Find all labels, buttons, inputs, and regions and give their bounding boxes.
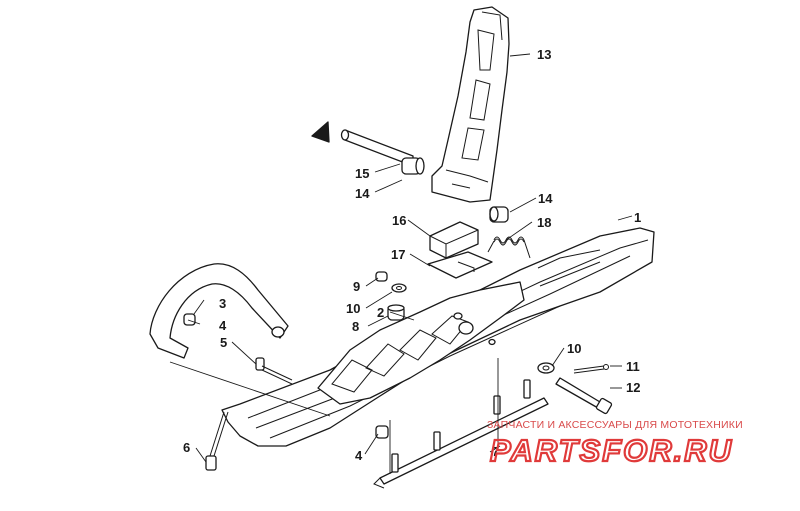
callout-8: 8 — [352, 319, 359, 334]
callout-17: 17 — [391, 247, 405, 262]
callout-16: 16 — [392, 213, 406, 228]
callout-labels: 13 15 14 14 16 18 1 17 9 10 2 3 4 8 5 10… — [183, 47, 641, 463]
callout-11: 11 — [626, 359, 640, 374]
ski-handle-loop — [149, 263, 289, 359]
callout-2: 2 — [377, 305, 384, 320]
callout-5: 5 — [220, 335, 227, 350]
washer-10-lower — [537, 362, 555, 374]
watermark: ЗАПЧАСТИ И АКСЕССУАРЫ ДЛЯ МОТОТЕХНИКИ PA… — [487, 419, 743, 469]
watermark-brand: PARTSFOR.RU — [490, 433, 733, 468]
callout-13: 13 — [537, 47, 551, 62]
wear-plate — [427, 251, 493, 279]
callout-7: 7 — [492, 444, 499, 459]
bolt-5 — [255, 357, 293, 385]
callout-10-lower: 10 — [567, 341, 581, 356]
pin-part — [311, 121, 414, 167]
bolt-12 — [555, 377, 613, 415]
callout-9: 9 — [353, 279, 360, 294]
wear-bar — [373, 379, 549, 489]
callout-4-upper: 4 — [219, 318, 227, 333]
nut-4-lower — [375, 425, 389, 439]
callout-3: 3 — [219, 296, 226, 311]
callout-18: 18 — [537, 215, 551, 230]
callout-14-upper: 14 — [355, 186, 370, 201]
bolt-6 — [205, 411, 229, 471]
watermark-caption: ЗАПЧАСТИ И АКСЕССУАРЫ ДЛЯ МОТОТЕХНИКИ — [487, 419, 743, 431]
ski-saddle — [317, 281, 525, 405]
callout-15: 15 — [355, 166, 369, 181]
leader-lines — [169, 53, 633, 474]
spring-part — [487, 236, 531, 259]
callout-14-lower: 14 — [538, 191, 553, 206]
bushing-lower — [489, 206, 509, 223]
spindle-part — [431, 6, 510, 203]
callout-12: 12 — [626, 380, 640, 395]
bushing-8 — [387, 304, 405, 321]
callout-4-lower: 4 — [355, 448, 363, 463]
callout-6: 6 — [183, 440, 190, 455]
callout-10-upper: 10 — [346, 301, 360, 316]
bushing-upper — [401, 157, 425, 175]
nut-9 — [375, 271, 388, 282]
washer-10-upper — [391, 283, 407, 293]
nut-4-upper — [183, 313, 196, 326]
stopper-block — [429, 221, 479, 259]
callout-1: 1 — [634, 210, 641, 225]
cotter-pin-11 — [573, 364, 609, 374]
